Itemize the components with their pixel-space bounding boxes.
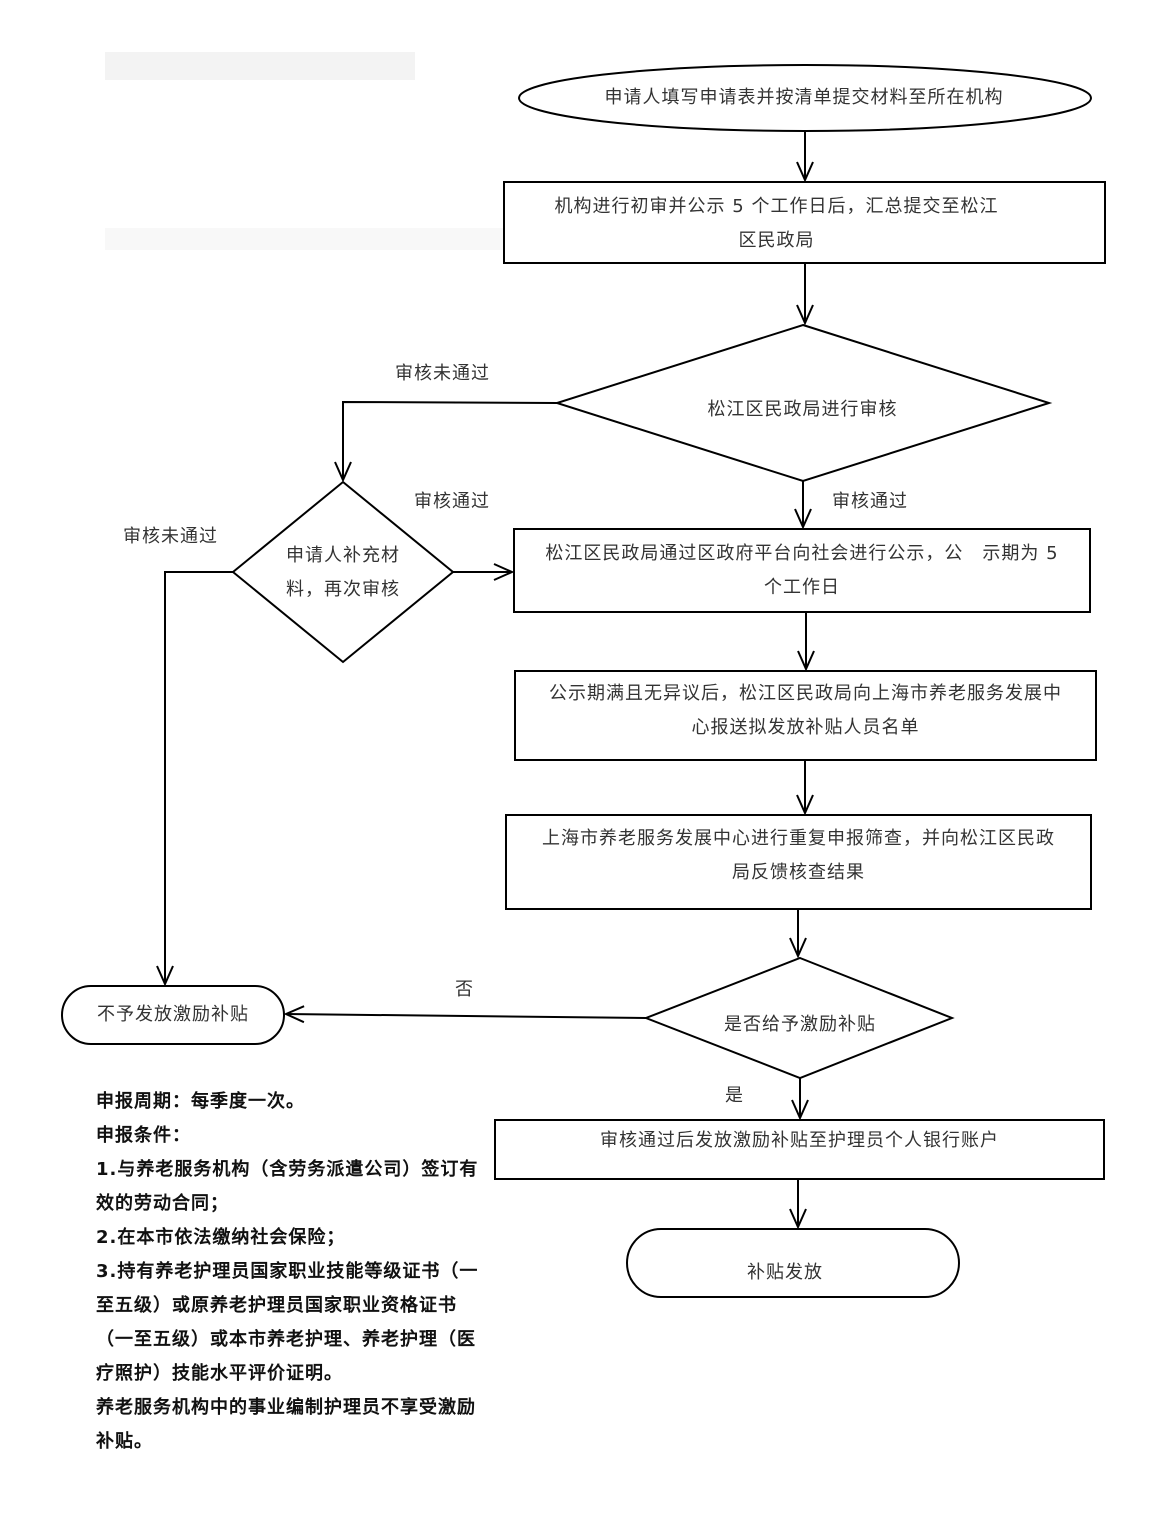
screening-label: 上海市养老服务发展中心进行重复申报筛查，并向松江区民政 局反馈核查结果 <box>506 822 1091 890</box>
arrow-decision-no <box>283 1005 647 1024</box>
note-condition-1: 1.与养老服务机构（含劳务派遣公司）签订有效的劳动合同； <box>96 1159 479 1214</box>
arrow-fail-to-supplement <box>334 400 558 483</box>
edge-label-pass-1: 审核通过 <box>414 491 490 512</box>
publicity-line-2: 个工作日 <box>764 577 840 598</box>
application-notes: 申报周期：每季度一次。 申报条件： 1.与养老服务机构（含劳务派遣公司）签订有效… <box>96 1085 488 1459</box>
edge-label-yes: 是 <box>725 1085 744 1106</box>
screening-line-1: 上海市养老服务发展中心进行重复申报筛查，并向松江区民政 <box>542 828 1055 849</box>
publicity-line-1: 松江区民政局通过区政府平台向社会进行公示，公 示期为 5 <box>545 543 1059 564</box>
district-review-label: 松江区民政局进行审核 <box>707 399 898 420</box>
initial-review-line-1: 机构进行初审并公示 5 个工作日后，汇总提交至松江 <box>554 196 999 217</box>
note-condition-2: 2.在本市依法缴纳社会保险； <box>96 1227 346 1248</box>
initial-review-line-2: 区民政局 <box>738 230 815 251</box>
decision-label: 是否给予激励补贴 <box>724 1014 876 1035</box>
note-condition-3: 3.持有养老护理员国家职业技能等级证书（一至五级）或原养老护理员国家职业资格证书… <box>96 1261 479 1384</box>
edge-label-fail-1: 审核未通过 <box>395 363 490 384</box>
edge-label-no: 否 <box>455 979 474 1000</box>
start-label: 申请人填写申请表并按清单提交材料至所在机构 <box>604 87 1004 108</box>
edge-label-pass-2: 审核通过 <box>832 491 908 512</box>
edge-label-fail-2: 审核未通过 <box>123 526 218 547</box>
screening-line-2: 局反馈核查结果 <box>732 862 865 883</box>
note-exclusion: 养老服务机构中的事业编制护理员不享受激励补贴。 <box>96 1397 476 1452</box>
pay-label: 审核通过后发放激励补贴至护理员个人银行账户 <box>600 1130 999 1151</box>
initial-review-label: 机构进行初审并公示 5 个工作日后，汇总提交至松江 区民政局 <box>504 190 1049 258</box>
supplement-line-1: 申请人补充材 <box>286 545 400 566</box>
report-line-1: 公示期满且无异议后，松江区民政局向上海市养老服务发展中 <box>549 683 1062 704</box>
note-conditions-heading: 申报条件： <box>96 1125 191 1146</box>
faint-smudge-top <box>105 52 415 80</box>
report-label: 公示期满且无异议后，松江区民政局向上海市养老服务发展中 心报送拟发放补贴人员名单 <box>515 677 1096 745</box>
report-line-2: 心报送拟发放补贴人员名单 <box>691 717 920 738</box>
supplement-diamond <box>231 480 455 664</box>
supplement-line-2: 料，再次审核 <box>286 579 400 600</box>
note-period: 申报周期：每季度一次。 <box>96 1091 305 1112</box>
end-label: 补贴发放 <box>747 1262 823 1283</box>
faint-smudge-mid <box>105 228 505 250</box>
no-subsidy-label: 不予发放激励补贴 <box>97 1004 249 1025</box>
supplement-label: 申请人补充材 料，再次审核 <box>258 539 428 607</box>
arrow-supplement-fail-to-no <box>156 571 233 987</box>
publicity-label: 松江区民政局通过区政府平台向社会进行公示，公 示期为 5 个工作日 <box>514 537 1090 605</box>
